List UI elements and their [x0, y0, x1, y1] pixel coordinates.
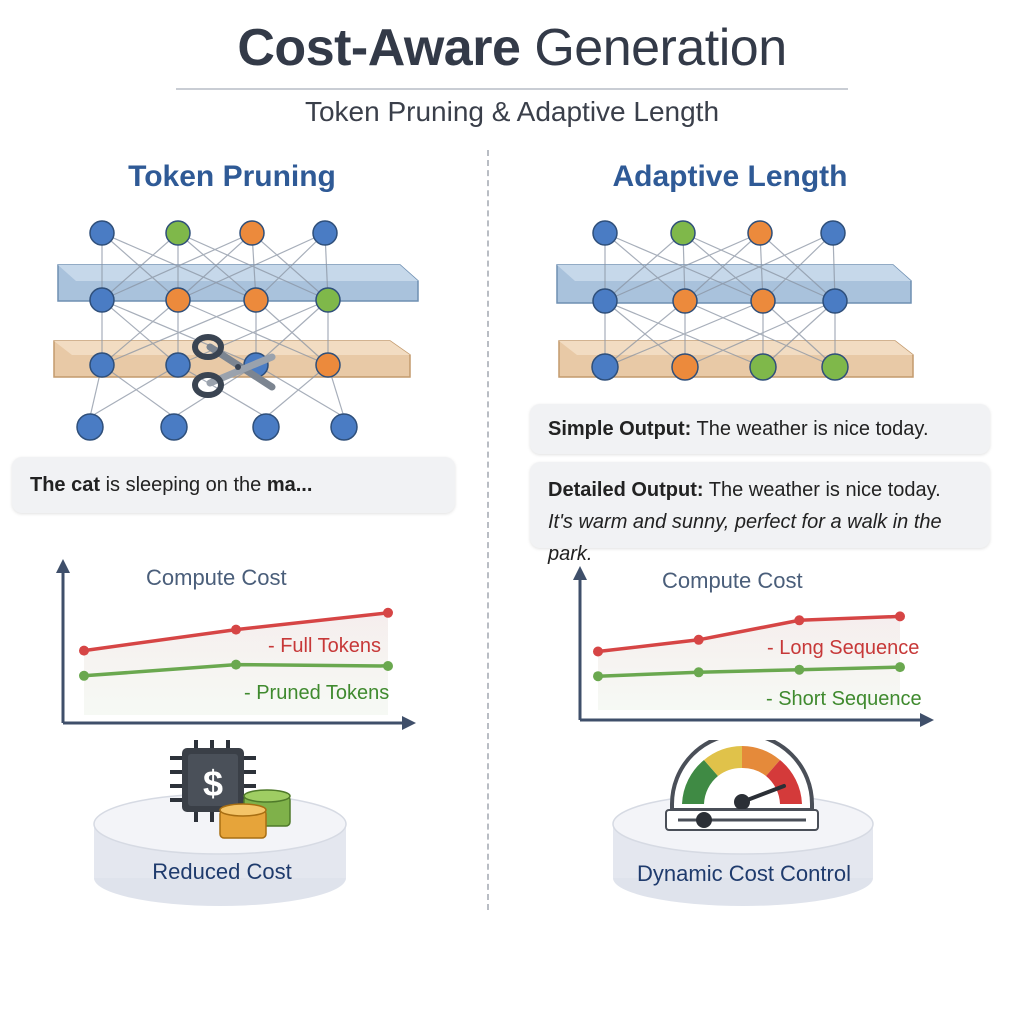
- node-row-2: [592, 288, 848, 314]
- example-bold-end: ma...: [266, 474, 313, 496]
- data-point: [895, 611, 905, 622]
- page-subtitle: Token Pruning & Adaptive Length: [304, 96, 720, 127]
- data-point: [794, 615, 805, 626]
- data-point: [895, 662, 905, 673]
- reduced-cost-pedestal: $: [93, 740, 347, 906]
- data-point: [794, 664, 805, 675]
- cost-control-pedestal: [612, 740, 874, 906]
- data-point: [231, 624, 241, 635]
- data-point: [79, 670, 89, 681]
- left-chart-title: Compute Cost: [146, 565, 287, 590]
- title-rule: [176, 88, 848, 90]
- chart-shaded-area: [598, 616, 900, 710]
- reduced-cost-caption: Reduced Cost: [152, 859, 292, 884]
- simple-output-text: The weather is nice today.: [691, 418, 929, 440]
- legend-long-sequence: - Long Sequence: [767, 637, 920, 659]
- panel-divider: [487, 150, 489, 910]
- bottom-layer-slab-face: [54, 341, 410, 355]
- detailed-output-line-2: It's warm and sunny, perfect for a walk …: [548, 511, 942, 565]
- gauge-icon: [665, 740, 819, 831]
- y-axis-arrow: [573, 566, 587, 580]
- series-line-short-sequence: [597, 665, 901, 678]
- data-point: [693, 667, 704, 678]
- bottom-layer-slab-face: [559, 341, 913, 355]
- adaptive-length-title: Adaptive Length: [612, 160, 848, 193]
- simple-output-label: Simple Output:: [548, 418, 692, 440]
- series-group: [593, 611, 905, 682]
- data-point: [693, 634, 704, 645]
- node-row-1: [592, 220, 846, 246]
- node-row-1: [89, 220, 338, 246]
- example-middle: is sleeping on the: [100, 474, 267, 496]
- coins-icon: [219, 789, 291, 839]
- node-row-3: [591, 353, 849, 381]
- data-point: [593, 646, 603, 657]
- title-rest-part: Generation: [520, 19, 787, 77]
- token-pruning-network: [53, 220, 419, 441]
- detailed-output-line-1: Detailed Output: The weather is nice tod…: [548, 474, 990, 506]
- node-row-2: [89, 287, 341, 313]
- token-pruning-title: Token Pruning: [128, 160, 336, 193]
- data-point: [383, 607, 393, 618]
- example-bold-start: The cat: [30, 474, 101, 496]
- dollar-sign: $: [203, 763, 223, 804]
- right-chart-title: Compute Cost: [662, 568, 803, 593]
- simple-output-card: Simple Output: The weather is nice today…: [530, 404, 990, 454]
- data-point: [231, 659, 241, 670]
- adaptive-length-network: [556, 220, 914, 381]
- node-row-4: [76, 413, 358, 441]
- x-axis-arrow: [402, 716, 416, 730]
- data-point: [79, 645, 89, 656]
- pruning-cost-chart: [56, 559, 416, 730]
- data-point: [383, 661, 393, 671]
- title-bold-part: Cost-Aware: [237, 19, 521, 77]
- x-axis-arrow: [920, 713, 934, 727]
- network-edges: [604, 232, 836, 368]
- legend-pruned-tokens: - Pruned Tokens: [244, 682, 390, 704]
- detailed-output-label: Detailed Output:: [548, 479, 704, 501]
- legend-short-sequence: - Short Sequence: [766, 688, 922, 710]
- page-title: Cost-Aware Generation: [0, 18, 1024, 78]
- data-point: [593, 671, 603, 682]
- detailed-output-text: The weather is nice today.: [703, 479, 941, 501]
- series-group: [79, 607, 393, 681]
- detailed-output-card: Detailed Output: The weather is nice tod…: [530, 462, 990, 565]
- scissors-icon: [192, 334, 276, 398]
- legend-full-tokens: - Full Tokens: [268, 635, 382, 657]
- series-line-long-sequence: [597, 614, 901, 654]
- pruning-example-card: The cat is sleeping on the ma...: [12, 457, 455, 513]
- chip-icon: [170, 740, 256, 822]
- length-cost-chart: [573, 566, 934, 727]
- dynamic-cost-caption: Dynamic Cost Control: [637, 861, 851, 886]
- top-layer-slab-face: [557, 265, 911, 281]
- y-axis-arrow: [56, 559, 70, 573]
